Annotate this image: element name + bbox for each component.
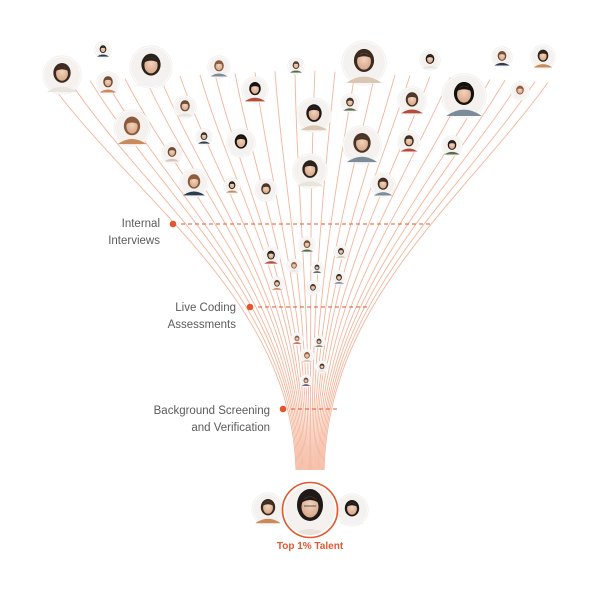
avatar	[42, 55, 82, 95]
funnel-line	[69, 81, 298, 471]
stage-dot	[279, 405, 287, 413]
stage-label-line2: and Verification	[191, 422, 270, 434]
avatar	[491, 46, 513, 68]
avatar	[333, 244, 349, 260]
avatar	[510, 81, 530, 101]
avatar	[290, 332, 304, 346]
funnel-line	[315, 75, 411, 471]
stage-dashed-lines	[169, 220, 430, 413]
stage-label-line1: Background Screening	[153, 405, 270, 417]
funnel-line	[124, 78, 301, 471]
funnel-line	[312, 72, 356, 471]
avatar	[269, 276, 285, 292]
stage-label-live-coding: Live Coding Assessments	[96, 300, 236, 334]
avatar	[441, 73, 487, 119]
avatar	[251, 492, 285, 526]
avatar	[207, 55, 231, 79]
avatar	[340, 93, 360, 113]
top-talent-label: Top 1% Talent	[276, 541, 344, 552]
funnel-line	[319, 79, 491, 471]
stage-label-line2: Assessments	[167, 319, 236, 331]
stage-label-line1: Internal	[121, 218, 160, 230]
avatar	[299, 348, 315, 364]
avatar	[254, 178, 278, 202]
avatar	[94, 41, 112, 59]
stage-dot	[246, 303, 254, 311]
avatar	[341, 40, 387, 86]
funnel-line	[323, 82, 549, 471]
avatar	[286, 258, 302, 274]
funnel-line	[320, 80, 506, 471]
avatar	[310, 261, 324, 275]
avatar	[397, 130, 421, 154]
avatar	[129, 45, 173, 89]
funnel-line	[316, 76, 431, 471]
funnel-line	[144, 77, 302, 471]
avatar	[179, 168, 209, 198]
avatar	[312, 335, 326, 349]
avatar	[161, 142, 183, 164]
avatar	[315, 360, 329, 374]
avatar	[370, 172, 396, 198]
avatar	[223, 177, 241, 195]
avatar	[195, 128, 213, 146]
candidate-avatars	[42, 40, 556, 539]
avatar	[241, 76, 269, 104]
stage-label-line1: Live Coding	[175, 302, 236, 314]
funnel-line	[159, 76, 303, 471]
stage-label-background-screening: Background Screening and Verification	[110, 403, 270, 437]
avatar	[296, 97, 332, 133]
avatar	[331, 270, 347, 286]
avatar	[261, 246, 281, 266]
avatar	[287, 57, 305, 75]
funnel-line	[317, 77, 451, 471]
funnel-line	[179, 75, 304, 471]
avatar	[305, 280, 321, 296]
avatar	[342, 125, 382, 165]
avatar	[299, 374, 313, 388]
stage-dot	[169, 220, 177, 228]
avatar	[226, 128, 256, 158]
funnel-line	[49, 82, 297, 471]
funnel-line	[321, 80, 521, 471]
avatar	[298, 236, 316, 254]
avatar	[530, 44, 556, 70]
funnel-line	[322, 81, 536, 471]
stage-label-internal-interviews: Internal Interviews	[60, 216, 160, 250]
avatar	[113, 109, 151, 147]
funnel-line	[274, 71, 309, 471]
funnel-line	[318, 78, 471, 471]
avatar	[292, 153, 328, 189]
avatar	[397, 86, 427, 116]
top-talent-avatar	[281, 481, 339, 539]
stage-label-line2: Interviews	[108, 235, 160, 247]
avatar	[96, 71, 120, 95]
avatar	[173, 95, 197, 119]
avatar	[441, 135, 463, 157]
funnel-line	[254, 72, 308, 471]
avatar	[335, 493, 369, 527]
avatar	[419, 49, 441, 71]
